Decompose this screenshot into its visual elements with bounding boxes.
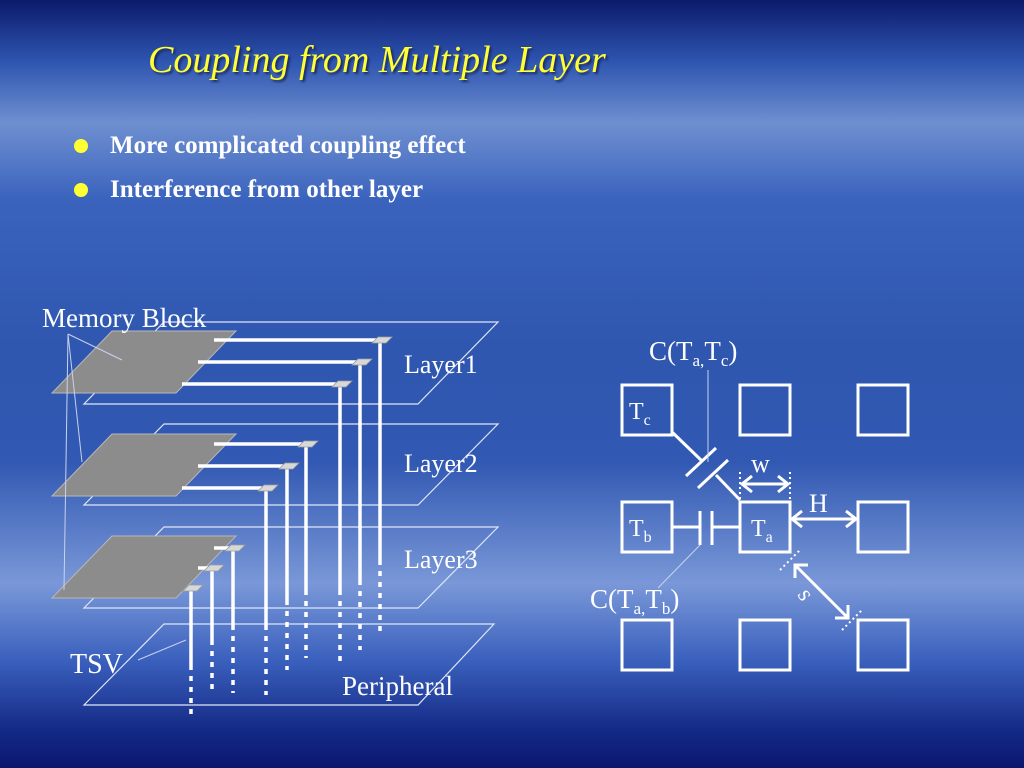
tsv-cell bbox=[856, 500, 910, 554]
coupling-diagram: Tc Tb Ta C(Ta,Tc) C(Ta,Tb) w H s bbox=[590, 336, 910, 672]
capacitor-tc-ta-plate bbox=[684, 446, 718, 478]
c-ta-tc-label: C(Ta,Tc) bbox=[649, 336, 737, 370]
memory-block-pointer bbox=[67, 333, 123, 361]
capacitor-tc-ta-plate bbox=[696, 458, 730, 490]
memory-block-2 bbox=[50, 433, 238, 497]
memory-block-1 bbox=[50, 330, 238, 394]
tsv-cap bbox=[297, 440, 319, 448]
s-label: s bbox=[792, 584, 819, 605]
tsv-cell bbox=[738, 383, 792, 437]
bullet-dot-icon bbox=[74, 139, 88, 153]
peripheral-plane bbox=[82, 623, 496, 706]
layer3-label: Layer3 bbox=[404, 545, 478, 574]
tb-label: Tb bbox=[629, 516, 652, 546]
bullet-item: Interference from other layer bbox=[74, 168, 466, 212]
layer2-label: Layer2 bbox=[404, 449, 478, 478]
tsv-cell bbox=[738, 618, 792, 672]
ta-label: Ta bbox=[751, 516, 773, 546]
w-label: w bbox=[751, 449, 770, 478]
h-arrow bbox=[789, 509, 859, 529]
bullet-item: More complicated coupling effect bbox=[74, 124, 466, 168]
layer1-label: Layer1 bbox=[404, 350, 478, 379]
peripheral-label: Peripheral bbox=[342, 671, 453, 701]
tsv-wire bbox=[214, 546, 235, 625]
capacitor-tc-ta-wire bbox=[670, 430, 742, 502]
c-ta-tb-label: C(Ta,Tb) bbox=[590, 584, 679, 618]
bullet-list: More complicated coupling effect Interfe… bbox=[74, 124, 466, 212]
tsv-cell bbox=[856, 618, 910, 672]
memory-block-pointer bbox=[63, 333, 69, 591]
tsv-pointer bbox=[137, 639, 187, 661]
tsv-label: TSV bbox=[70, 649, 123, 680]
tsv-cap bbox=[182, 584, 204, 592]
s-arrow bbox=[793, 563, 850, 620]
bullet-dot-icon bbox=[74, 183, 88, 197]
memory-block-pointer bbox=[67, 333, 83, 463]
bullet-text: Interference from other layer bbox=[110, 176, 424, 203]
w-arrow bbox=[739, 474, 791, 494]
tsv-cap bbox=[351, 358, 373, 366]
tsv-cap bbox=[203, 564, 225, 572]
tsv-cap bbox=[224, 544, 246, 552]
slide-title: Coupling from Multiple Layer bbox=[148, 39, 606, 81]
tsv-cap bbox=[331, 380, 353, 388]
tsv-cell-tc bbox=[620, 383, 674, 437]
ctatb-pointer bbox=[657, 544, 701, 589]
bullet-text: More complicated coupling effect bbox=[110, 132, 466, 159]
tsv-cell bbox=[856, 383, 910, 437]
memory-block-3 bbox=[50, 535, 238, 599]
layer-stack-diagram: Memory Block Layer1 Layer2 Layer3 TSV Pe… bbox=[42, 303, 500, 715]
tc-label: Tc bbox=[629, 399, 651, 429]
tsv-wire bbox=[189, 586, 193, 665]
tsv-cap bbox=[257, 484, 279, 492]
tsv-cap bbox=[371, 336, 393, 344]
tsv-cell bbox=[620, 618, 674, 672]
memory-block-label: Memory Block bbox=[42, 303, 207, 333]
tsv-wire bbox=[198, 566, 214, 640]
tsv-cap bbox=[278, 462, 300, 470]
h-label: H bbox=[809, 489, 828, 518]
